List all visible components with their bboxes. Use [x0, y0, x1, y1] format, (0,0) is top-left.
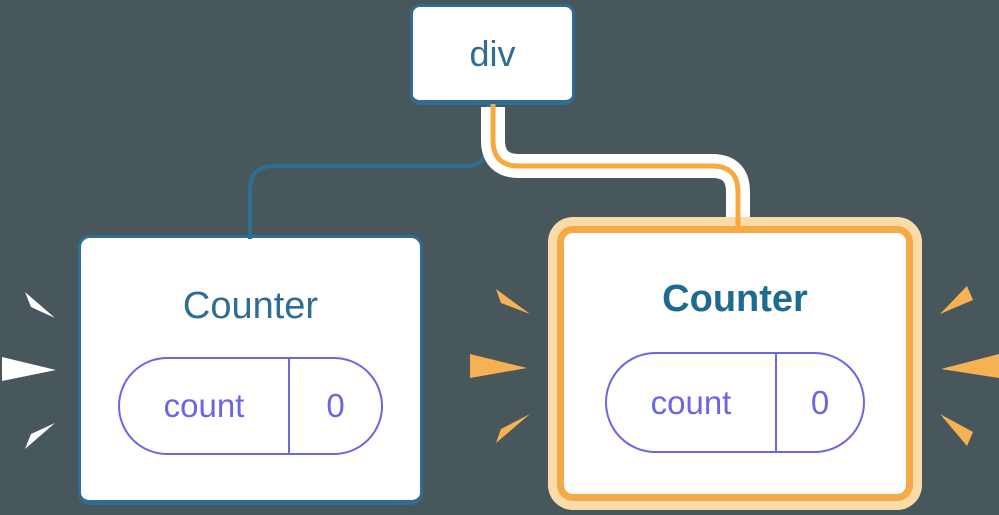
spark-orange-bottom-right [940, 414, 973, 446]
spark-burst-right-counter-right [940, 286, 999, 446]
edge-div-to-right-counter-casing [481, 107, 750, 217]
counter-left-state-pill: count 0 [118, 357, 383, 455]
edge-div-to-right-counter [490, 104, 741, 231]
counter-left-title: Counter [182, 285, 319, 327]
counter-right-title: Counter [662, 278, 808, 320]
spark-orange-middle-left [470, 354, 527, 378]
counter-card-left: Counter count 0 [78, 235, 423, 505]
spark-orange-top-left [496, 289, 530, 314]
spark-orange-middle-right [941, 354, 999, 378]
edge-div-to-left-counter [248, 103, 490, 239]
spark-orange-top-right [940, 286, 973, 314]
counter-left-state-name: count [120, 359, 290, 453]
counter-right-state-pill: count 0 [605, 352, 865, 453]
spark-white-top [25, 292, 55, 318]
root-div-label: div [469, 32, 516, 74]
counter-card-right-highlighted: Counter count 0 [557, 226, 913, 501]
spark-white-middle [2, 357, 56, 381]
root-div-node: div [410, 4, 575, 105]
counter-right-state-value: 0 [810, 383, 830, 421]
counter-right-state-name: count [607, 354, 777, 451]
counter-left-state-value: 0 [326, 387, 345, 424]
spark-burst-right-counter-left [470, 289, 530, 443]
spark-orange-bottom-left [496, 414, 530, 443]
spark-white-bottom [25, 423, 55, 449]
spark-burst-left-counter [2, 292, 56, 449]
